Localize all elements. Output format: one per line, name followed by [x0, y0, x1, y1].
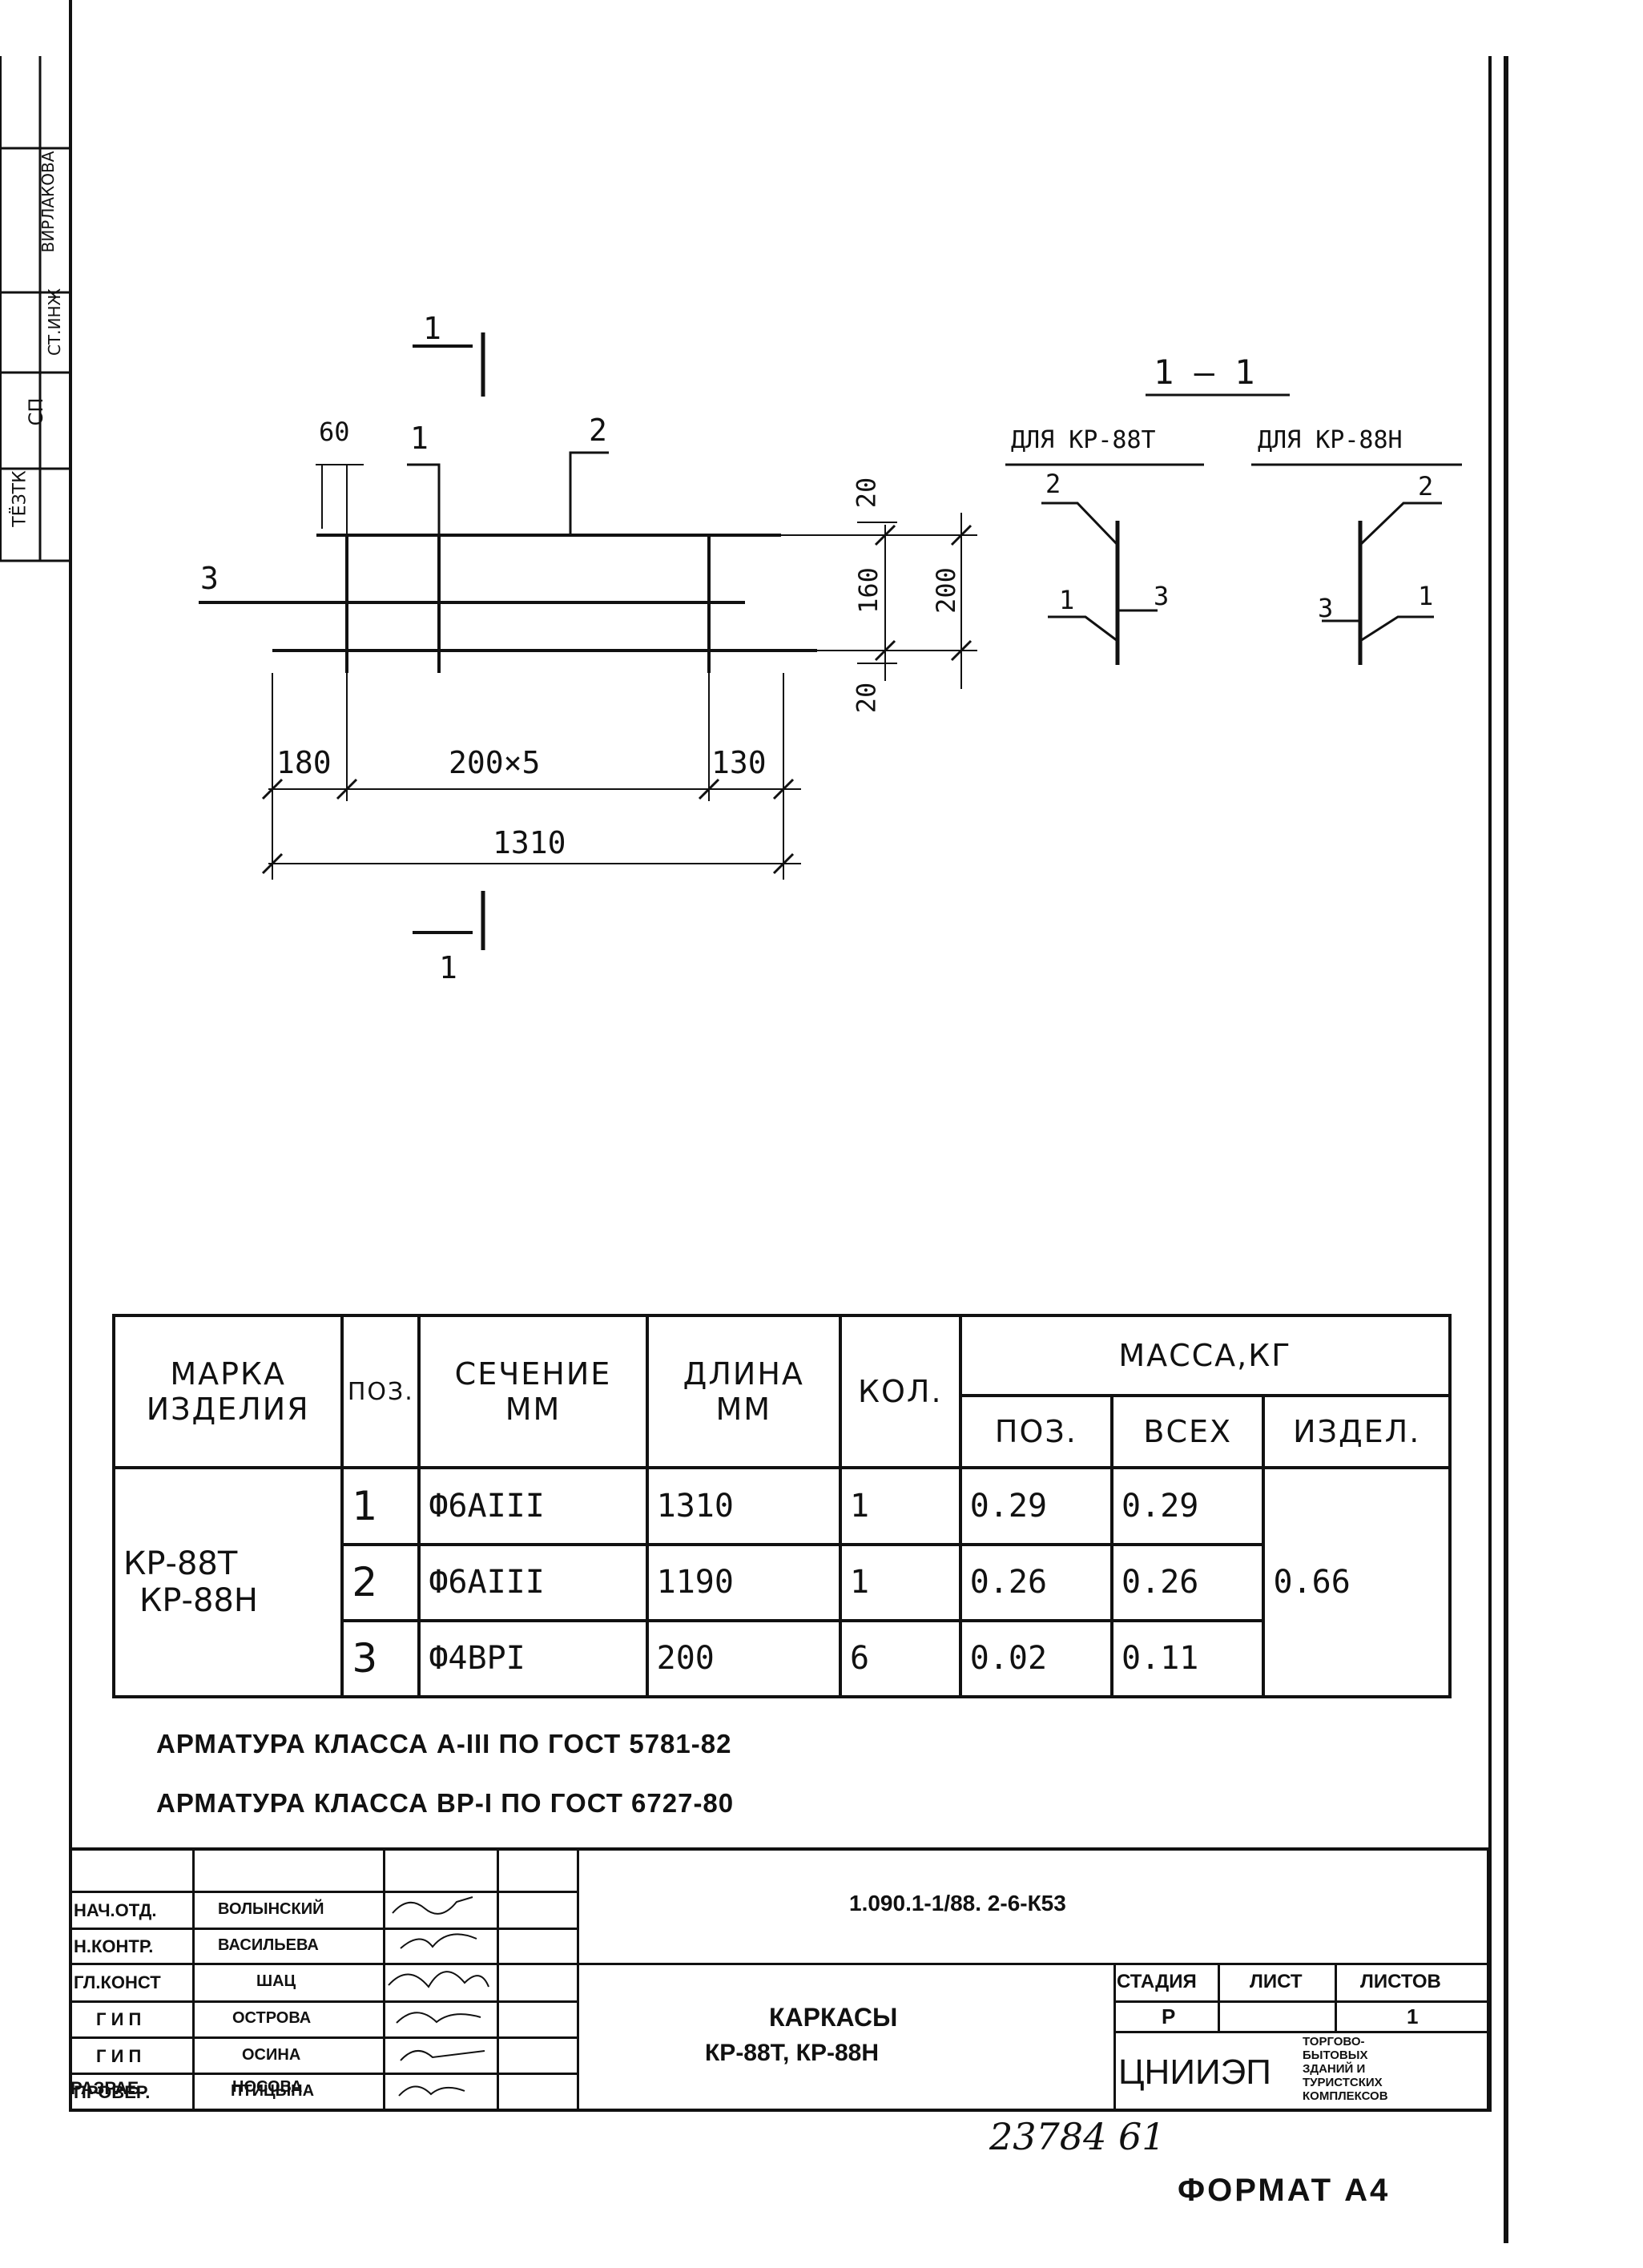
drawing-name-line2: КР-88Т, КР-88Н: [705, 2040, 880, 2066]
row-mass-pos: 0.29: [958, 1466, 1114, 1546]
section-left-pos-3: 3: [1154, 581, 1170, 611]
dim-v20-top: 20: [851, 477, 882, 509]
mark-2: КР-88Н: [139, 1582, 258, 1620]
role-label: РАЗРАБ.: [70, 2078, 145, 2098]
role-label: ГЛ.КОНСТ: [74, 1972, 161, 1992]
stage-label: СТАДИЯ: [1117, 1971, 1197, 1992]
organization-sub: ТОРГОВО- БЫТОВЫХ ЗДАНИЙ И ТУРИСТСКИХ КОМ…: [1303, 2035, 1388, 2103]
row-mass-all: 0.29: [1110, 1466, 1266, 1546]
dim-180: 180: [276, 745, 332, 780]
dim-v160: 160: [852, 567, 884, 614]
drawing-name-line1: КАРКАСЫ: [769, 2003, 898, 2032]
row-qty: 6: [838, 1618, 962, 1699]
section-caption-left: ДЛЯ КР-88Т: [1011, 426, 1156, 454]
margin-stamp-cell: ВИРЛАКОВА: [38, 151, 58, 253]
role-label: Г И П: [96, 2009, 142, 2029]
dim-1310: 1310: [493, 825, 566, 860]
header-section: СЕЧЕНИЕ ММ: [417, 1313, 649, 1470]
sheet-format: ФОРМАТ А4: [1178, 2173, 1391, 2208]
dim-60: 60: [319, 417, 350, 447]
person-name: ВОЛЫНСКИЙ: [218, 1900, 324, 1918]
person-name: ПТИЦЫНА: [231, 2082, 315, 2100]
margin-stamp-cell: СП: [25, 397, 47, 426]
row-section: Ф6АIII: [417, 1466, 649, 1546]
note-rebar-vr1: АРМАТУРА КЛАССА ВР-I ПО ГОСТ 6727-80: [156, 1788, 735, 1818]
dim-200x5: 200×5: [449, 745, 541, 780]
pos-label-2: 2: [589, 413, 607, 448]
margin-stamp-cell: СТ.ИНЖ: [45, 288, 64, 357]
row-qty: 1: [838, 1466, 962, 1546]
mark-1: КР-88Т: [123, 1545, 238, 1583]
header-mass-pos: ПОЗ.: [958, 1394, 1114, 1470]
row-section: Ф6АIII: [417, 1542, 649, 1622]
sheets-value: 1: [1407, 2004, 1419, 2028]
row-length: 1190: [645, 1542, 842, 1622]
section-right-pos-2: 2: [1418, 471, 1434, 502]
row-pos: 3: [340, 1618, 421, 1699]
section-title: 1 — 1: [1154, 352, 1255, 392]
pos-label-3: 3: [200, 561, 219, 596]
header-mass-item: ИЗДЕЛ.: [1262, 1394, 1452, 1470]
mass-item-cell: 0.66: [1262, 1466, 1452, 1698]
section-mark-top: 1: [423, 311, 441, 346]
row-mass-all: 0.26: [1110, 1542, 1266, 1622]
person-name: ВАСИЛЬЕВА: [218, 1936, 319, 1954]
signatures: [388, 1896, 489, 2097]
section-left-pos-2: 2: [1045, 469, 1061, 499]
row-pos: 1: [340, 1466, 421, 1546]
row-pos: 2: [340, 1542, 421, 1622]
margin-stamp: ТЁЗТК СП СТ.ИНЖ ВИРЛАКОВА: [0, 56, 70, 561]
pos-label-1: 1: [410, 421, 429, 456]
header-mass-all: ВСЕХ: [1110, 1394, 1266, 1470]
header-qty: КОЛ.: [838, 1313, 962, 1470]
row-mass-pos: 0.26: [958, 1542, 1114, 1622]
row-mass-pos: 0.02: [958, 1618, 1114, 1699]
section-mark-bottom: 1: [439, 950, 457, 985]
person-name: ШАЦ: [256, 1972, 296, 1990]
dim-130: 130: [711, 745, 767, 780]
role-label: Г И П: [96, 2046, 142, 2066]
specification-table: МАРКА ИЗДЕЛИЯ ПОЗ. СЕЧЕНИЕ ММ ДЛИНА ММ К…: [111, 1313, 1452, 1699]
header-mark: МАРКА ИЗДЕЛИЯ: [111, 1313, 344, 1470]
stage-value: Р: [1162, 2004, 1176, 2028]
sheets-label: ЛИСТОВ: [1360, 1971, 1441, 1992]
person-name: ОСИНА: [242, 2046, 301, 2064]
organization: ЦНИИЭП: [1118, 2052, 1271, 2092]
dim-v20-bottom: 20: [851, 682, 882, 714]
header-mass: МАССА,КГ: [958, 1313, 1452, 1398]
header-length: ДЛИНА ММ: [645, 1313, 842, 1470]
mark-cell: КР-88Т КР-88Н: [111, 1466, 344, 1698]
archive-number: 23784 61: [989, 2115, 1166, 2158]
row-length: 200: [645, 1618, 842, 1699]
sheet-label: ЛИСТ: [1250, 1971, 1303, 1992]
document-code: 1.090.1-1/88. 2-6-К53: [849, 1891, 1066, 1916]
section-left-pos-1: 1: [1059, 585, 1075, 615]
dim-v200: 200: [930, 567, 961, 614]
role-label: Н.КОНТР.: [74, 1936, 154, 1956]
row-length: 1310: [645, 1466, 842, 1546]
section-caption-right: ДЛЯ КР-88Н: [1258, 426, 1403, 454]
person-name: НОСОВА: [232, 2078, 303, 2096]
row-section: Ф4ВРI: [417, 1618, 649, 1699]
margin-stamp-cell: ТЁЗТК: [10, 470, 30, 527]
title-block: НАЧ.ОТД. ВОЛЫНСКИЙ Н.КОНТР. ВАСИЛЬЕВА ГЛ…: [69, 1847, 1490, 2112]
row-mass-all: 0.11: [1110, 1618, 1266, 1699]
role-label: НАЧ.ОТД.: [74, 1900, 157, 1920]
row-qty: 1: [838, 1542, 962, 1622]
section-right-pos-1: 1: [1418, 581, 1434, 611]
note-rebar-a3: АРМАТУРА КЛАССА А-III ПО ГОСТ 5781-82: [156, 1729, 732, 1758]
role-label: ПРОВЕР.: [74, 2082, 151, 2102]
header-pos: ПОЗ.: [340, 1313, 421, 1470]
person-name: ОСТРОВА: [232, 2009, 312, 2027]
section-right-pos-3: 3: [1318, 593, 1334, 623]
